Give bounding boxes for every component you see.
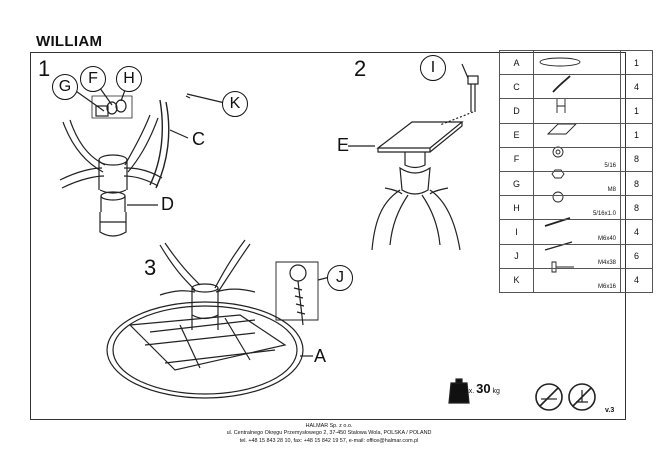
callout-a: A (314, 346, 327, 366)
step1-drawing (59, 81, 226, 237)
part-quantity: 4 (620, 267, 653, 293)
max-weight-label: max. 30 kg (459, 381, 500, 396)
part-spec: 5/16x1.0 (592, 211, 616, 218)
callout-d: D (161, 194, 174, 214)
parts-row: G M8 8 (499, 170, 653, 197)
part-letter: I (499, 219, 534, 245)
no-stand-on-table-icon (535, 383, 563, 411)
footer-address: ul. Centralnego Okręgu Przemysłowego 2, … (226, 430, 432, 437)
part-picture: 5/16x1.0 (533, 195, 621, 221)
callout-h: H (116, 66, 142, 92)
weight-icon (448, 378, 470, 404)
parts-row: I M6x40 4 (499, 219, 653, 245)
part-letter: J (499, 243, 534, 269)
part-spec: 5/16 (604, 162, 616, 169)
part-letter: D (499, 98, 534, 124)
parts-row: F 5/16 8 (499, 146, 653, 172)
part-picture (533, 74, 621, 100)
part-quantity: 6 (620, 243, 653, 269)
part-spec: M6x40 (597, 235, 616, 242)
part-letter: A (499, 49, 534, 76)
part-letter: E (499, 122, 534, 148)
parts-row: K M6x16 4 (499, 267, 653, 293)
part-quantity: 1 (620, 122, 653, 148)
part-spec: M8 (607, 187, 616, 194)
part-quantity: 4 (620, 74, 653, 100)
part-letter: F (499, 146, 534, 172)
part-letter: C (499, 74, 534, 100)
version-label: v.3 (605, 407, 615, 414)
step-number-2: 2 (354, 56, 367, 81)
step-number-1: 1 (38, 56, 51, 81)
footer-company: HALMAR Sp. z o.o. (305, 423, 353, 429)
no-sit-on-table-icon (568, 383, 596, 411)
callout-g: G (52, 74, 78, 100)
company-footer: HALMAR Sp. z o.o. ul. Centralnego Okręgu… (0, 423, 658, 445)
part-letter: G (499, 170, 534, 197)
callout-f: F (80, 66, 106, 92)
part-spec: M6x16 (597, 283, 616, 290)
callout-i: I (420, 55, 446, 81)
step2-drawing (348, 63, 479, 251)
part-picture (533, 122, 621, 148)
product-title: WILLIAM (36, 33, 103, 50)
part-picture: 5/16 (533, 146, 621, 172)
callout-e: E (337, 135, 350, 155)
part-picture (533, 49, 621, 76)
step3-drawing (106, 239, 331, 399)
parts-row: H 5/16x1.0 8 (499, 195, 653, 221)
max-weight-unit: kg (492, 388, 500, 395)
part-picture: M8 (533, 170, 621, 197)
part-quantity: 8 (620, 146, 653, 172)
part-spec: M4x38 (597, 259, 616, 266)
part-letter: H (499, 195, 534, 221)
part-letter: K (499, 267, 534, 293)
parts-row: J M4x38 6 (499, 243, 653, 269)
part-quantity: 8 (620, 195, 653, 221)
part-quantity: 4 (620, 219, 653, 245)
part-picture: M4x38 (533, 243, 621, 269)
part-picture (533, 98, 621, 124)
part-picture: M6x40 (533, 219, 621, 245)
part-picture: M6x16 (533, 267, 621, 293)
callout-j: J (327, 265, 353, 291)
step-number-3: 3 (144, 255, 157, 280)
max-weight-value: 30 (476, 381, 491, 396)
max-weight-prefix: max. (459, 388, 475, 395)
footer-contact: tel. +48 15 843 28 10, fax: +48 15 842 1… (239, 437, 419, 444)
part-quantity: 8 (620, 170, 653, 197)
callout-k: K (222, 91, 248, 117)
part-quantity: 1 (620, 98, 653, 124)
part-quantity: 1 (620, 49, 653, 76)
callout-c: C (192, 129, 205, 149)
